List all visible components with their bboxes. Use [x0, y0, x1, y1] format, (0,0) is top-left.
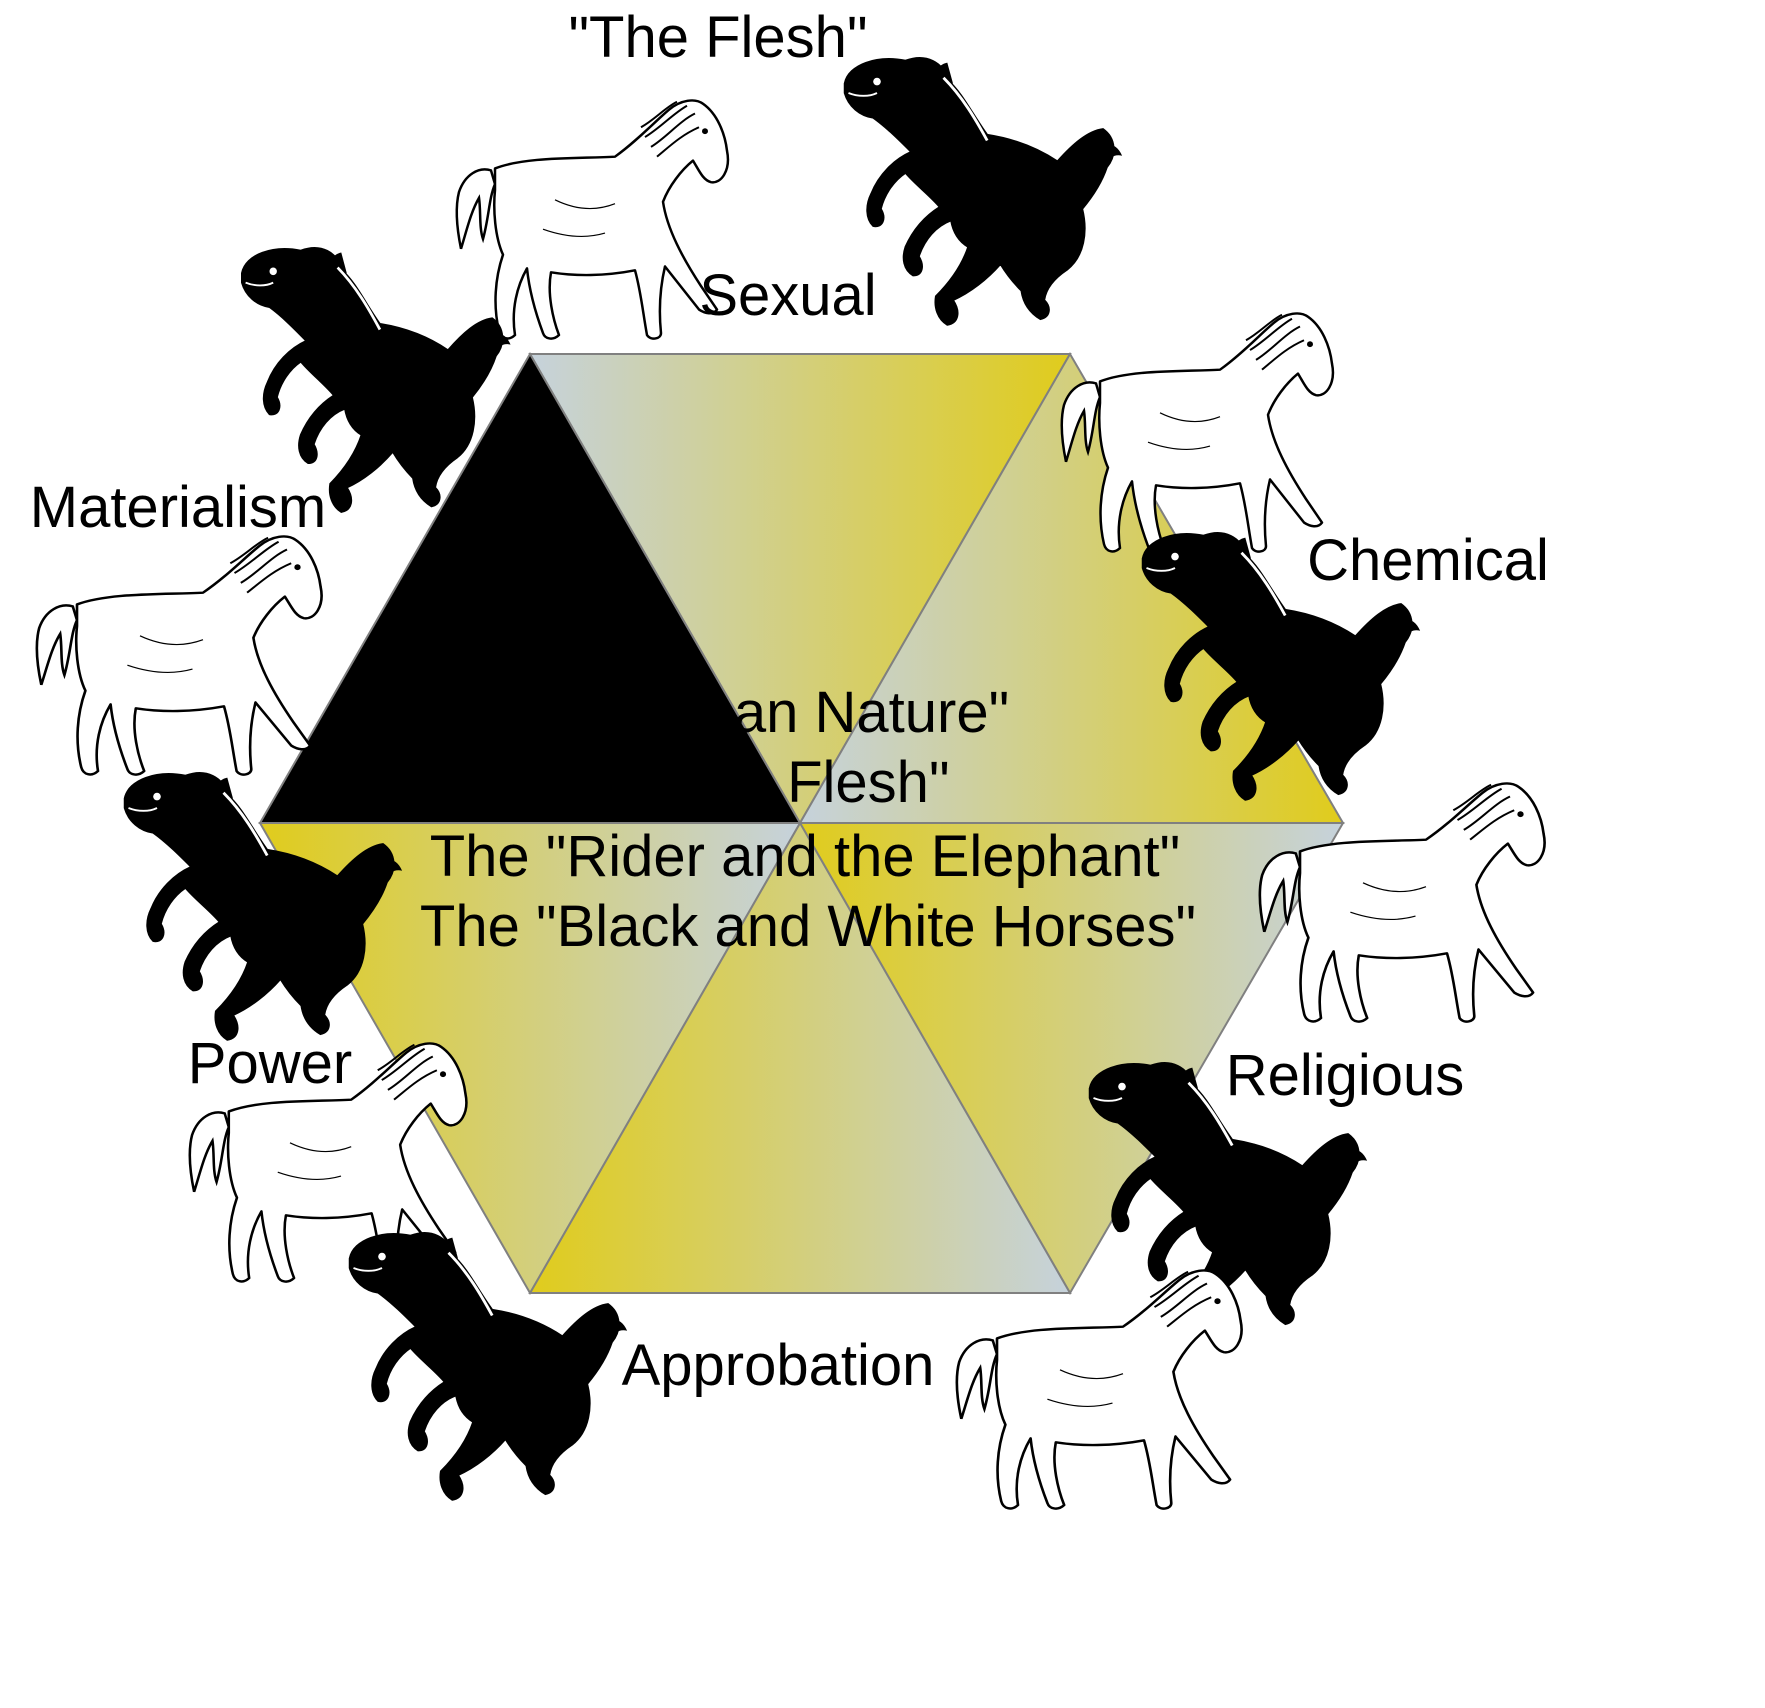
white-horse-icon [1062, 313, 1333, 551]
label-materialism: Materialism [30, 475, 327, 540]
center-line-3: The "Rider and the Elephant" [430, 824, 1181, 889]
label-approbation: Approbation [622, 1333, 935, 1398]
white-horse-icon [37, 536, 322, 774]
label-sexual: Sexual [699, 263, 876, 328]
white-horse-icon [457, 100, 728, 338]
diagram-title: "The Flesh" [568, 5, 867, 70]
label-religious: Religious [1226, 1043, 1465, 1108]
white-horse-icon [957, 1270, 1242, 1508]
label-chemical: Chemical [1307, 528, 1549, 593]
label-power: Power [188, 1031, 352, 1096]
black-horse-icon [845, 58, 1122, 325]
center-line-2: "The Flesh" [650, 750, 949, 815]
center-line-4: The "Black and White Horses" [420, 894, 1196, 959]
center-line-1: "Human Nature" [591, 680, 1009, 745]
